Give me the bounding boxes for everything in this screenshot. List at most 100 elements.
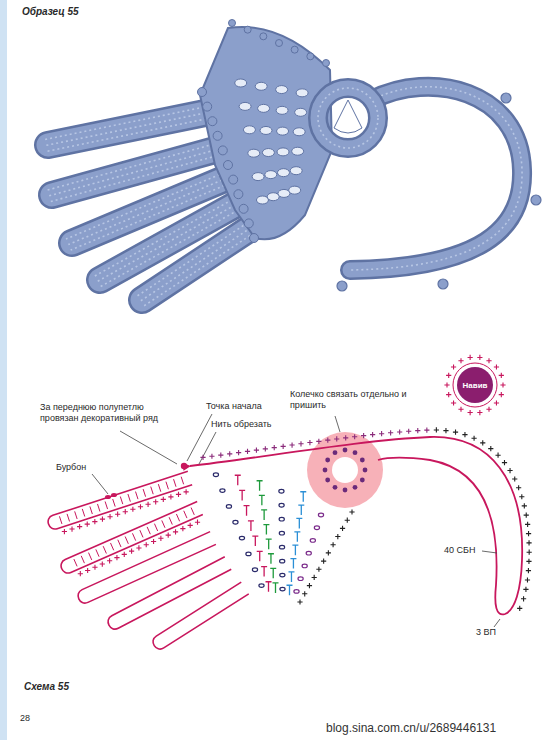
crochet-chart [48,355,532,649]
ring-hole [332,457,358,483]
dc-symbol [166,482,168,490]
mesh-hole [256,196,268,204]
ch-symbol [298,577,303,581]
ring-stitch [363,468,368,473]
sc-symbol [526,568,531,573]
ch-symbol [213,473,218,477]
mesh-hole [276,86,288,94]
dc-symbol [273,583,279,593]
ch-symbol [252,568,257,572]
sc-symbol [486,358,491,363]
mesh-hole [239,102,251,110]
dc-symbol [181,477,183,485]
sc-symbol [468,410,473,415]
sc-symbol [307,440,312,445]
sc-symbol [477,355,482,360]
stitch-texture [44,112,210,146]
leader-line [187,414,212,461]
dc-symbol [132,533,135,540]
picot [229,175,238,184]
sc-symbol [129,549,134,554]
ring-stitch [333,450,338,455]
sc-symbol [85,568,90,573]
mesh-hole [258,104,270,112]
dc-symbol [74,559,77,566]
sc-symbol [361,433,366,438]
picot [501,93,511,103]
note: За переднюю полупетлю провязан декоратив… [40,402,182,424]
sc-symbol [525,522,530,527]
sc-symbol [468,355,473,360]
ch-symbol [318,513,323,517]
dc-symbol [292,545,298,555]
sc-symbol [451,364,456,369]
sc-symbol [516,485,521,490]
dc-symbol [300,492,306,502]
sc-symbol [138,504,143,509]
sc-symbol [352,434,357,439]
margin-strip [0,0,7,740]
sc-symbol [289,442,294,447]
dc-symbol [296,518,302,528]
ch-symbol [310,539,315,543]
sc-symbol [406,429,411,434]
sc-symbol [263,446,268,451]
ring-stitch [323,468,328,473]
note: Нить обрезать [211,419,272,430]
dc-symbol [147,527,150,534]
sc-symbol [525,577,530,582]
dc-symbol [89,553,92,560]
ch-symbol [279,489,284,493]
sc-symbol [307,583,312,588]
sc-symbol [388,430,393,435]
dc-symbol [158,484,160,492]
mesh-hole [252,173,264,181]
sc-symbol [443,428,448,433]
ring-stitch [325,478,330,483]
dc-symbol [128,494,130,502]
sc-symbol [488,446,493,451]
dc-symbol [125,537,128,544]
sc-symbol [453,430,458,435]
note: Колечко связать отдельно и пришить [290,389,412,411]
sc-symbol [107,514,112,519]
start-point [181,463,187,469]
sc-symbol [281,444,286,449]
sc-symbol [312,575,317,580]
dc-symbol [268,554,274,564]
sc-symbol [446,373,451,378]
sc-symbol [526,559,531,564]
sc-symbol [77,524,82,529]
sc-symbol [471,436,476,441]
dc-symbol [82,509,84,517]
sc-symbol [200,455,205,460]
mesh-hole [267,193,279,201]
dc-symbol [113,499,115,507]
dc-symbol [287,585,293,595]
stitch-texture [318,88,378,148]
sc-symbol [500,382,505,387]
leader-line [199,432,216,464]
picot [203,102,212,111]
sc-symbol [502,460,507,465]
sc-symbol [458,407,463,412]
bobble-symbol [105,495,111,499]
sc-symbol [462,432,467,437]
sc-symbol [209,454,214,459]
sc-symbol [527,550,532,555]
sc-symbol [107,558,112,563]
picot [531,195,541,205]
dc-symbol [140,530,143,537]
mesh-hole [277,169,289,177]
dc-symbol [105,501,107,509]
ch-symbol [279,503,284,507]
bobble-symbol [111,493,117,497]
dc-symbol [261,510,267,520]
sc-symbol [434,427,439,432]
dc-symbol [81,556,84,563]
sc-symbol [123,509,128,514]
sc-symbol [151,539,156,544]
sc-symbol [370,432,375,437]
sc-symbol [335,534,340,539]
sc-symbol [62,529,67,534]
